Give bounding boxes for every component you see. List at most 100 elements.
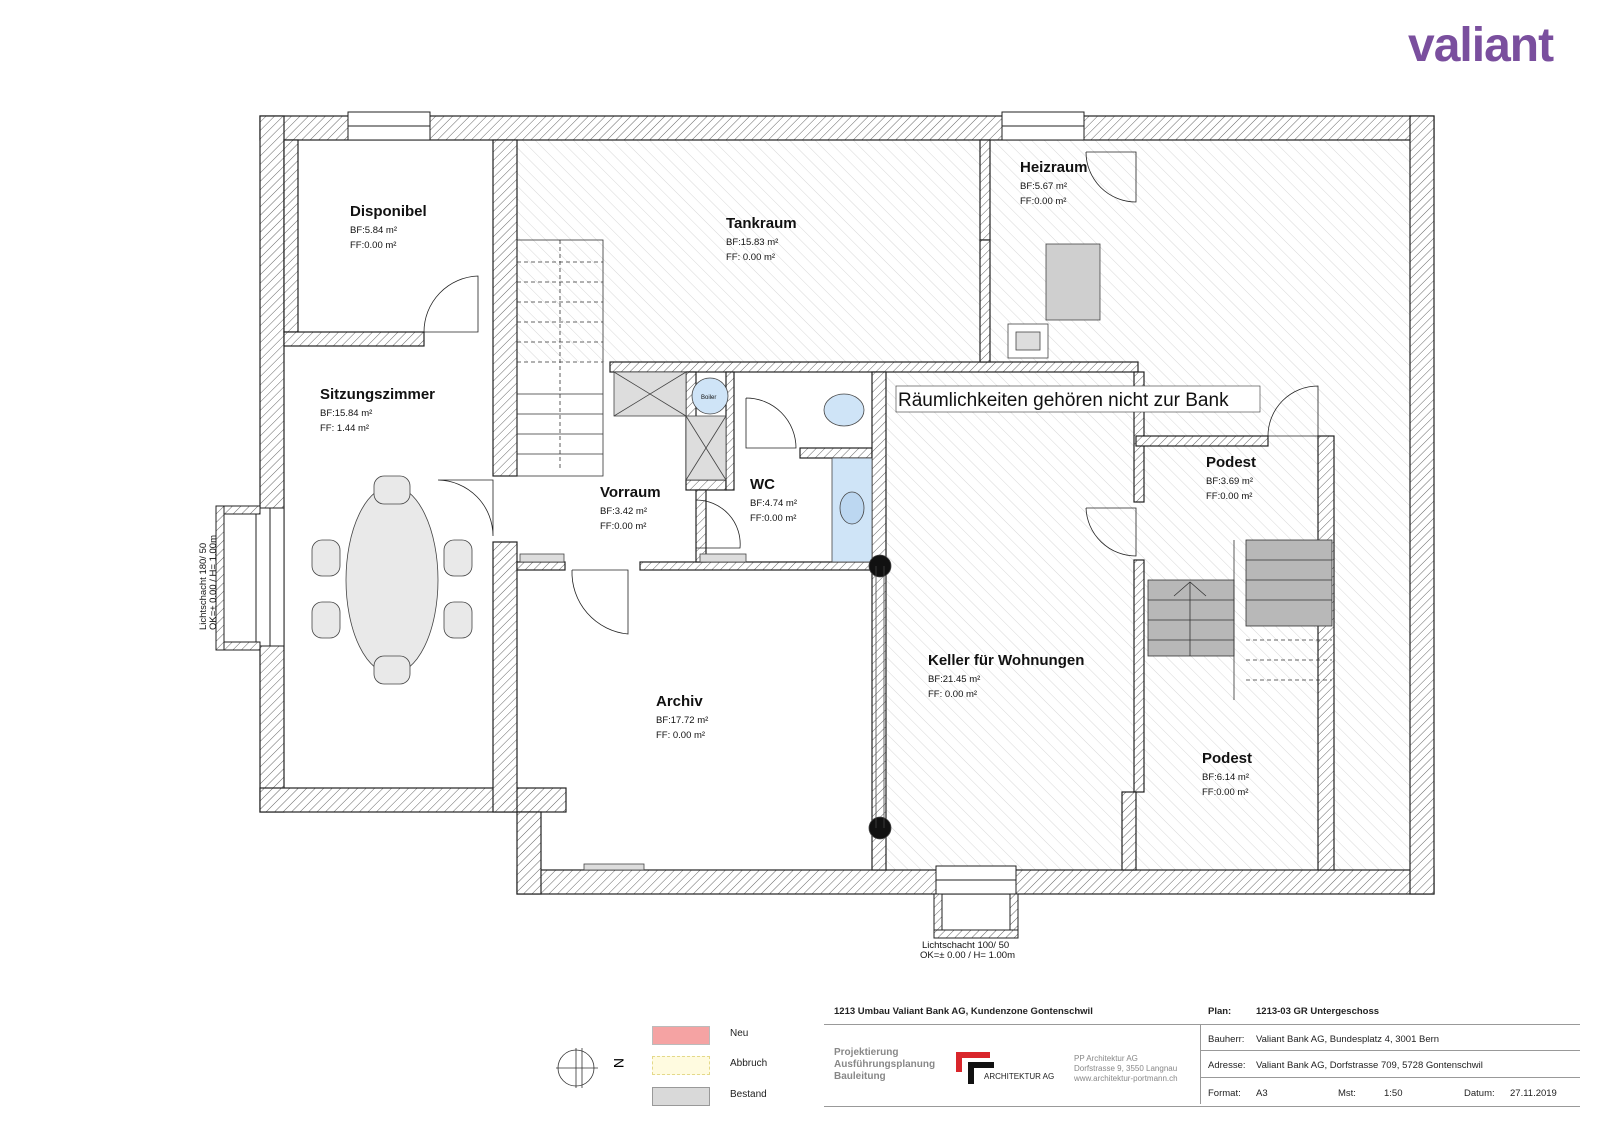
adresse-label: Adresse: [1208,1060,1246,1071]
svg-text:BF:5.67 m²: BF:5.67 m² [1020,181,1067,192]
svg-text:Lichtschacht 100/ 50: Lichtschacht 100/ 50 [922,940,1009,951]
svg-text:FF: 0.00 m²: FF: 0.00 m² [726,252,775,263]
service-1: Projektierung [834,1047,899,1058]
wall-stair-right [1317,435,1335,871]
room-vorraum: Vorraum BF:3.42 m² FF:0.00 m² [600,484,661,532]
svg-text:FF:0.00 m²: FF:0.00 m² [1020,196,1066,207]
room-heizraum: Heizraum BF:5.67 m² FF:0.00 m² [1020,159,1088,207]
svg-text:WC: WC [750,476,775,493]
legend-label-bestand: Bestand [730,1089,767,1100]
wall-disponibel-bottom [283,331,425,347]
mst-value: 1:50 [1384,1088,1403,1099]
legend-swatch-bestand [652,1087,710,1106]
svg-text:FF: 0.00 m²: FF: 0.00 m² [656,730,705,741]
legend-label-abbruch: Abbruch [730,1058,768,1069]
wall-podest-left-bottom [1133,559,1145,793]
wall-tankraum-bottom [609,361,1139,373]
wall-tank-heiz-bottom [979,239,991,363]
legend-label-neu: Neu [730,1028,749,1039]
outer-wall-right [1409,115,1435,895]
svg-text:FF:0.00 m²: FF:0.00 m² [1206,491,1252,502]
doors [423,151,1319,635]
room-labels: Disponibel BF:5.84 m² FF:0.00 m² Tankrau… [320,159,1256,798]
architect-logo-text: ARCHITEKTUR AG [984,1072,1055,1081]
svg-text:Disponibel: Disponibel [350,203,427,220]
wall-disponibel-left [283,139,299,333]
stairs-left [516,239,604,477]
svg-text:BF:21.45 m²: BF:21.45 m² [928,674,980,685]
svg-text:BF:6.14 m²: BF:6.14 m² [1202,772,1249,783]
lichtschacht-left-label: Lichtschacht 180/ 50 OK=± 0.00 / H= 1.00… [198,535,219,630]
heating-unit [1045,243,1101,321]
svg-text:FF:0.00 m²: FF:0.00 m² [750,513,796,524]
service-2: Ausführungsplanung [834,1059,936,1070]
room-disponibel: Disponibel BF:5.84 m² FF:0.00 m² [350,203,427,251]
wall-podest-top [1135,435,1269,447]
wall-podest-left-foot [1121,791,1137,871]
project-title: 1213 Umbau Valiant Bank AG, Kundenzone G… [834,1006,1093,1017]
svg-text:Podest: Podest [1206,454,1256,471]
room-podest-1: Podest BF:3.69 m² FF:0.00 m² [1206,454,1256,502]
lichtschacht [215,505,1019,939]
outer-wall-archiv-left [516,811,542,895]
north-label: N [611,1058,627,1068]
bauherr-value: Valiant Bank AG, Bundesplatz 4, 3001 Ber… [1256,1034,1440,1045]
architect-line-1: PP Architektur AG [1074,1054,1138,1063]
stair-area [1136,140,1414,870]
room-podest-2: Podest BF:6.14 m² FF:0.00 m² [1202,750,1252,798]
wall-archiv-top-a [516,561,566,571]
svg-text:Sitzungszimmer: Sitzungszimmer [320,386,435,403]
outer-wall-bottom-left [259,787,567,813]
legend-swatch-abbruch [652,1056,710,1075]
svg-text:FF:0.00 m²: FF:0.00 m² [600,521,646,532]
architect-line-2: Dorfstrasse 9, 3550 Langnau [1074,1064,1178,1073]
svg-text:BF:3.42 m²: BF:3.42 m² [600,506,647,517]
room-keller: Keller für Wohnungen BF:21.45 m² FF: 0.0… [928,652,1084,700]
tankraum-area [517,140,980,362]
conference-furniture [311,475,473,685]
legend-swatch-neu [652,1026,710,1045]
architect-line-3: www.architektur-portmann.ch [1074,1074,1178,1083]
svg-text:Tankraum: Tankraum [726,215,797,232]
wall-stair-left [492,139,518,477]
svg-text:BF:15.84 m²: BF:15.84 m² [320,408,372,419]
boiler-label: Boiler [701,395,716,401]
valiant-logo: valiant [1408,19,1554,72]
room-tankraum: Tankraum BF:15.83 m² FF: 0.00 m² [726,215,797,263]
svg-text:Vorraum: Vorraum [600,484,661,501]
svg-text:BF:15.83 m²: BF:15.83 m² [726,237,778,248]
room-sitzungszimmer: Sitzungszimmer BF:15.84 m² FF: 1.44 m² [320,386,435,434]
svg-text:BF:5.84 m²: BF:5.84 m² [350,225,397,236]
adresse-value: Valiant Bank AG, Dorfstrasse 709, 5728 G… [1256,1060,1483,1071]
room-archiv: Archiv BF:17.72 m² FF: 0.00 m² [656,693,708,741]
wall-wc-mid [799,447,873,459]
outer-wall-top [259,115,1435,141]
svg-text:Podest: Podest [1202,750,1252,767]
service-3: Bauleitung [834,1071,886,1082]
wall-archiv-top-b [639,561,877,571]
svg-text:FF: 0.00 m²: FF: 0.00 m² [928,689,977,700]
wall-keller-left [871,371,887,871]
bauherr-label: Bauherr: [1208,1034,1245,1045]
lichtschacht-bottom-label: Lichtschacht 100/ 50 OK=± 0.00 / H= 1.00… [920,940,1015,961]
room-wc: WC BF:4.74 m² FF:0.00 m² [750,476,797,524]
svg-text:BF:17.72 m²: BF:17.72 m² [656,715,708,726]
svg-text:Keller für Wohnungen: Keller für Wohnungen [928,652,1084,669]
windows [255,111,1085,895]
datum-value: 27.11.2019 [1510,1088,1557,1099]
svg-text:BF:3.69 m²: BF:3.69 m² [1206,476,1253,487]
outer-wall-left [259,115,285,813]
fixtures [519,243,1101,871]
toilet-icon [823,393,865,427]
svg-text:Lichtschacht 180/ 50: Lichtschacht 180/ 50 [198,543,209,630]
plan-label: Plan: [1208,1006,1232,1017]
mst-label: Mst: [1338,1088,1356,1099]
format-value: A3 [1256,1088,1268,1099]
svg-text:FF:0.00 m²: FF:0.00 m² [1202,787,1248,798]
north-arrow [556,1048,598,1088]
plan-value: 1213-03 GR Untergeschoss [1256,1006,1380,1017]
hatched-areas [517,140,1414,870]
keller-area [887,372,1137,870]
wall-vorraum-shaft [685,479,727,491]
